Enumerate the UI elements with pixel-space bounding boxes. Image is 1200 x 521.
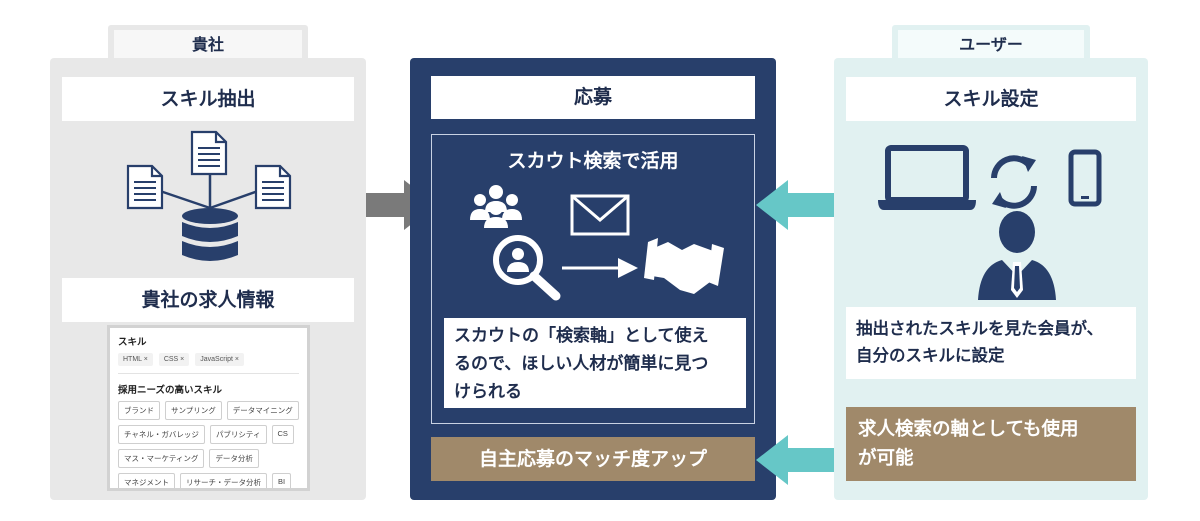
suggested-skill-row: マネジメント リサーチ・データ分析 BI xyxy=(118,473,299,488)
flow-arrow-icon xyxy=(756,435,836,485)
divider xyxy=(118,373,299,374)
arrow-right-icon xyxy=(562,258,638,278)
suggested-skill[interactable]: マネジメント xyxy=(118,473,175,488)
document-icon xyxy=(190,130,228,176)
user-description-line: 自分のスキルに設定 xyxy=(856,346,1005,365)
suggested-skill-row: マス・マーケティング データ分析 xyxy=(118,449,299,468)
smartphone-icon xyxy=(1068,149,1102,207)
scout-description-line: るので、ほしい人材が簡単に見つ xyxy=(454,354,709,374)
user-description-line: 抽出されたスキルを見た会員が、 xyxy=(856,319,1104,338)
suggested-skill[interactable]: BI xyxy=(272,473,292,488)
user-devices-illustration xyxy=(878,145,1102,300)
job-search-axis-banner: 求人検索の軸としても使用 が可能 xyxy=(846,407,1136,481)
skill-card-title: スキル xyxy=(118,337,147,348)
scout-title: スカウト検索で活用 xyxy=(507,150,679,172)
selected-skills: HTML × CSS × JavaScript × xyxy=(118,353,299,366)
skill-chip[interactable]: JavaScript × xyxy=(195,353,244,366)
application-title: 応募 xyxy=(431,76,755,119)
suggested-skill-row: ブランド サンプリング データマイニング xyxy=(118,401,299,420)
skill-chip[interactable]: HTML × xyxy=(118,353,153,366)
suggested-skill[interactable]: CS xyxy=(271,425,294,444)
job-search-axis-line: 求人検索の軸としても使用 xyxy=(858,419,1079,440)
laptop-icon xyxy=(878,145,976,210)
flow-arrow-icon xyxy=(756,180,836,230)
suggested-skill[interactable]: マス・マーケティング xyxy=(118,449,205,468)
scout-description: スカウトの「検索軸」として使え るので、ほしい人材が簡単に見つ けられる xyxy=(444,318,746,408)
suggested-skill[interactable]: データマイニング xyxy=(226,401,299,420)
skill-chip[interactable]: CSS × xyxy=(158,353,190,366)
database-icon xyxy=(182,208,238,261)
search-person-icon xyxy=(493,235,561,301)
suggested-skill[interactable]: サンプリング xyxy=(165,401,222,420)
skill-extract-title: スキル抽出 xyxy=(62,77,354,121)
suggested-skill[interactable]: リサーチ・データ分析 xyxy=(180,473,267,488)
document-icon xyxy=(254,164,292,210)
handshake-icon xyxy=(644,238,724,294)
skill-setting-title: スキル設定 xyxy=(846,77,1136,121)
sync-icon xyxy=(991,155,1037,209)
scout-description-line: スカウトの「検索軸」として使え xyxy=(454,326,709,346)
scout-description-line: けられる xyxy=(454,382,522,402)
suggested-skill-row: チャネル・ガバレッジ パブリシティ CS xyxy=(118,425,299,444)
job-search-axis-line: が可能 xyxy=(858,448,914,469)
user-description: 抽出されたスキルを見た会員が、 自分のスキルに設定 xyxy=(846,307,1136,379)
scout-illustration xyxy=(470,185,724,301)
scout-box xyxy=(431,134,755,424)
suggested-skill[interactable]: ブランド xyxy=(118,401,160,420)
user-tab-label: ユーザー xyxy=(898,30,1084,60)
suggested-skill[interactable]: チャネル・ガバレッジ xyxy=(118,425,205,444)
suggested-skill[interactable]: データ分析 xyxy=(209,449,259,468)
suggested-skills-title: 採用ニーズの高いスキル xyxy=(118,385,223,396)
document-icon xyxy=(126,164,164,210)
company-tab-label: 貴社 xyxy=(114,30,302,60)
skill-input-card: スキル HTML × CSS × JavaScript × 採用ニーズの高いスキ… xyxy=(107,325,310,491)
suggested-skill[interactable]: パブリシティ xyxy=(209,425,267,444)
match-rate-banner: 自主応募のマッチ度アップ xyxy=(431,437,755,481)
document-database-diagram xyxy=(126,130,292,261)
users-icon xyxy=(470,185,522,228)
job-info-title: 貴社の求人情報 xyxy=(62,278,354,322)
businessman-icon xyxy=(978,211,1056,300)
envelope-icon xyxy=(570,194,630,236)
